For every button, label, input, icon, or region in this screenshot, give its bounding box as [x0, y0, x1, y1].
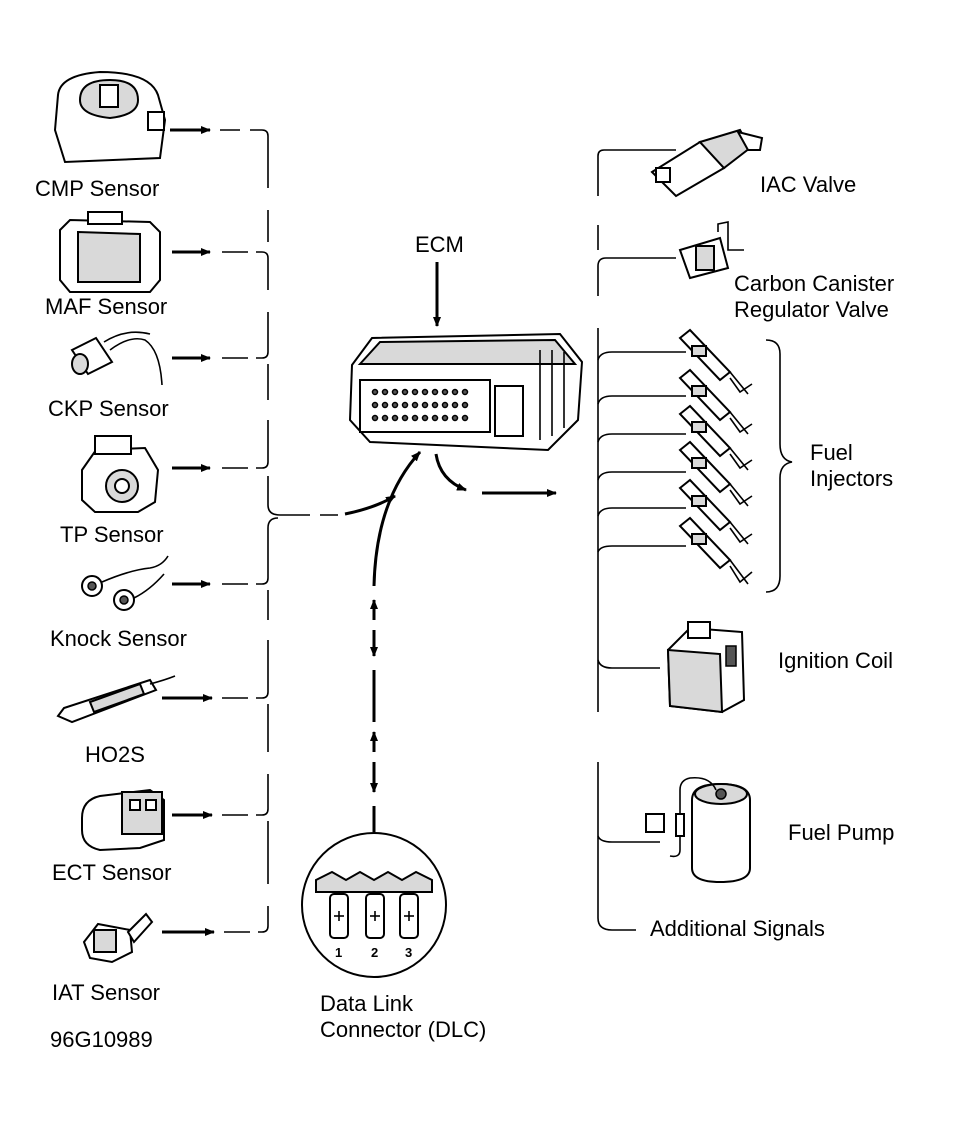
- dlc-connector-icon: [301, 832, 447, 978]
- fuel-injector-4: [597, 440, 753, 507]
- ect-sensor-icon: [81, 788, 165, 852]
- iat-sensor-icon: [82, 912, 154, 964]
- ignition-coil-label: Ignition Coil: [778, 648, 893, 673]
- ecm-output-curve-arrow: [434, 453, 467, 492]
- figure-id: 96G10989: [50, 1027, 153, 1052]
- iac-valve-label: IAC Valve: [760, 172, 856, 197]
- maf-sensor-label: MAF Sensor: [45, 294, 167, 319]
- maf-sensor-icon: [59, 211, 161, 293]
- ecm-unit-icon: [348, 332, 584, 452]
- injectors-label-line2: Injectors: [810, 466, 893, 491]
- knock-sensor-label: Knock Sensor: [50, 626, 187, 651]
- fuel-pump-label: Fuel Pump: [788, 820, 894, 845]
- fuel-injector-1: [597, 328, 753, 395]
- canister-label-line1: Carbon Canister: [734, 271, 894, 296]
- tp-sensor-icon: [81, 435, 160, 513]
- tp-sensor-label: TP Sensor: [60, 522, 164, 547]
- fuel-injector-2: [597, 368, 753, 435]
- ho2s-label: HO2S: [85, 742, 145, 767]
- ecm-connector-pins: [371, 388, 469, 422]
- fuel-injectors-icon: [597, 328, 753, 585]
- dlc-pin-1: 1: [335, 945, 342, 960]
- ecm-label: ECM: [415, 232, 464, 257]
- cmp-sensor-icon: [53, 70, 167, 164]
- canister-valve-icon: [678, 221, 744, 280]
- dlc-label-line2: Connector (DLC): [320, 1017, 486, 1042]
- knock-sensor-icon: [81, 555, 169, 611]
- cmp-sensor-label: CMP Sensor: [35, 176, 159, 201]
- iat-sensor-label: IAT Sensor: [52, 980, 160, 1005]
- injectors-brace: [765, 339, 793, 593]
- additional-signals-label: Additional Signals: [650, 916, 825, 941]
- iac-valve-icon: [650, 128, 764, 198]
- dlc-label-line1: Data Link: [320, 991, 414, 1016]
- ect-sensor-label: ECT Sensor: [52, 860, 171, 885]
- fuel-pump-icon: [645, 776, 751, 884]
- fuel-injector-3: [597, 404, 753, 471]
- ho2s-icon: [56, 675, 176, 724]
- canister-label-line2: Regulator Valve: [734, 297, 889, 322]
- dlc-pin-2: 2: [371, 945, 378, 960]
- ckp-sensor-label: CKP Sensor: [48, 396, 169, 421]
- dlc-pin-3: 3: [405, 945, 412, 960]
- ignition-coil-icon: [666, 621, 746, 714]
- ckp-sensor-icon: [70, 331, 163, 386]
- dlc-to-ecm-arrow: [372, 450, 422, 587]
- fuel-injector-5: [597, 478, 753, 545]
- fuel-injector-6: [597, 516, 753, 585]
- injectors-label-line1: Fuel: [810, 440, 853, 465]
